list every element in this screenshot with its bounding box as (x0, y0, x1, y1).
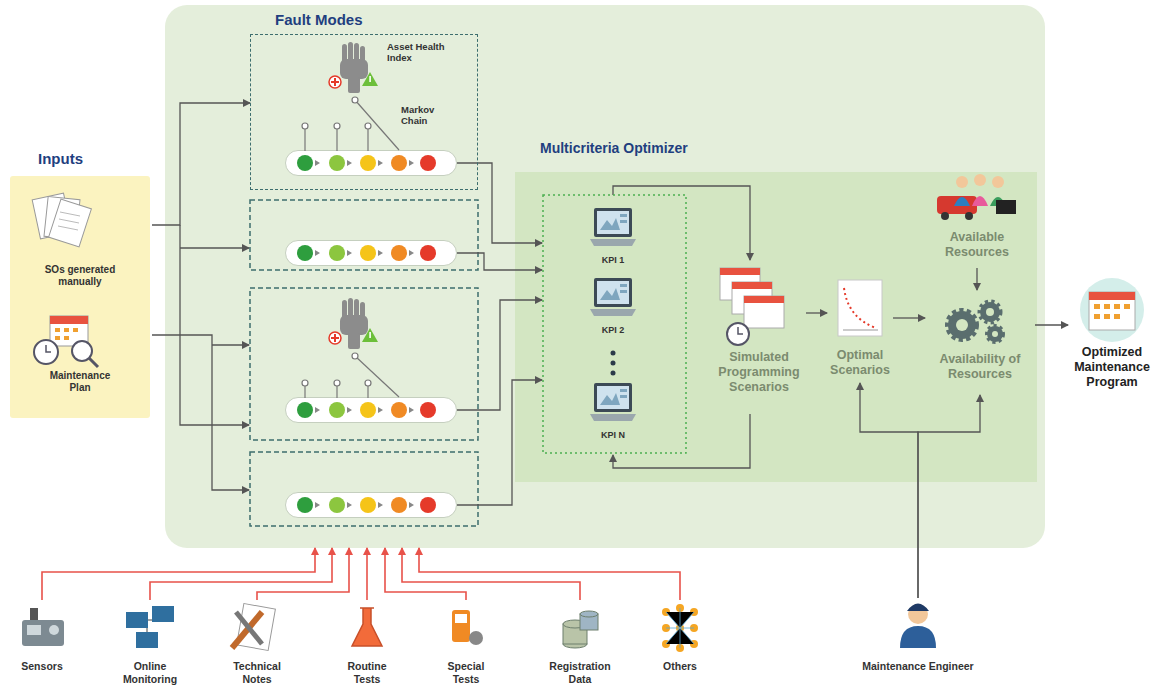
scenario-step: Simulated Programming Scenarios (712, 262, 806, 412)
data-source: Others (650, 600, 710, 690)
node-label: KPI N (568, 430, 658, 441)
flow-arrow (806, 312, 827, 313)
node-sublabel: Markov Chain (401, 104, 461, 127)
flow-arrow (918, 395, 980, 598)
flow-arrow (976, 268, 977, 290)
engineer: Maintenance Engineer (853, 598, 983, 690)
input-item: Maintenance Plan (18, 312, 142, 402)
node-label: KPI 2 (568, 325, 658, 336)
node-label: Technical Notes (222, 660, 292, 685)
node-label: Sensors (12, 660, 72, 673)
node-label: Multicriteria Optimizer (540, 140, 1037, 157)
data-source: Special Tests (437, 600, 495, 690)
node-label: Maintenance Plan (40, 370, 120, 394)
fault-mode-box: Asset Health IndexMarkov Chain (250, 34, 478, 190)
node-label: Inputs (38, 150, 152, 168)
kpi-label: KPI 2 (568, 275, 658, 341)
data-source: Online Monitoring (114, 600, 186, 690)
optimizer-panel: Multicriteria OptimizerKPI 1 KPI 2 KPI N Si… (515, 136, 1037, 483)
resource-step: Available Resources (927, 170, 1027, 268)
inputs-panel: InputsSOs generated manuallyMaintenance … (8, 146, 152, 420)
flow-arrow (860, 383, 918, 598)
input-item: SOs generated manually (18, 188, 142, 293)
data-feed-arrow (366, 548, 368, 600)
flow-arrow (893, 317, 925, 318)
fault-modes-panel: Fault ModesAsset Health IndexMarkov Chai… (165, 5, 1045, 548)
data-source: Routine Tests (335, 600, 399, 690)
node-label: Optimized Maintenance Program (1068, 345, 1156, 390)
node-label: Routine Tests (335, 660, 399, 685)
node-label: Others (650, 660, 710, 673)
resource-step: Availability of Resources (925, 290, 1035, 395)
node-label: Fault Modes (275, 11, 1045, 29)
kpi-label: KPI N (568, 380, 658, 446)
node-label: Available Resources (927, 230, 1027, 260)
node-label: Asset Health Index (387, 41, 461, 64)
data-feed-arrow (385, 548, 466, 600)
flow-arrow (152, 103, 250, 225)
data-source: Sensors (12, 600, 72, 690)
data-source: Registration Data (542, 600, 618, 690)
output-box: Optimized Maintenance Program (1068, 275, 1156, 410)
node-label: Online Monitoring (114, 660, 186, 685)
flow-arrow (1035, 324, 1068, 325)
data-source: Technical Notes (222, 600, 292, 690)
data-feed-arrow (257, 548, 349, 600)
data-feed-arrow (402, 548, 580, 600)
node-label: SOs generated manually (40, 264, 120, 288)
node-label: Registration Data (542, 660, 618, 685)
node-label: Special Tests (437, 660, 495, 685)
scenario-step: Optimal Scenarios (827, 278, 893, 383)
kpi-label: KPI 1 (568, 205, 658, 271)
node-label: KPI 1 (568, 255, 658, 266)
node-label: Simulated Programming Scenarios (712, 350, 806, 395)
node-label: Availability of Resources (925, 352, 1035, 382)
data-feed-arrow (419, 548, 680, 600)
node-label: Maintenance Engineer (853, 660, 983, 673)
node-label: Optimal Scenarios (827, 348, 893, 378)
